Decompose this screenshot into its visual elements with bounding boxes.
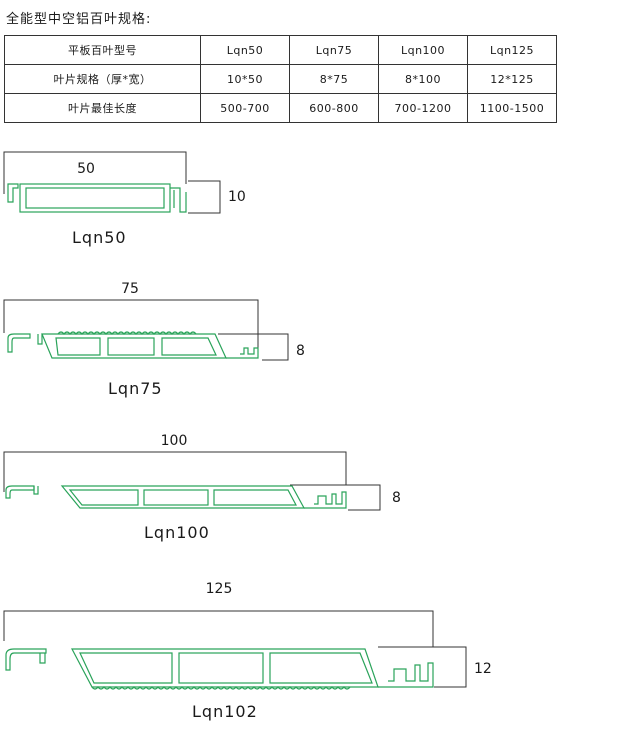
profile-lqn75-height-dimension: 8 (218, 333, 305, 361)
profile-lqn75-section (7, 331, 259, 359)
profile-lqn102-height-dimension: 12 (378, 646, 492, 688)
profile-height-label: 12 (474, 661, 492, 677)
page-title: 全能型中空铝百叶规格: (6, 12, 152, 27)
table-cell: 10*50 (200, 64, 290, 94)
table-cell: 叶片最佳长度 (4, 93, 201, 123)
profile-name: Lqn100 (144, 523, 210, 542)
table-header-cell: Lqn50 (200, 35, 290, 65)
profile-lqn50-section (7, 183, 187, 213)
profile-lqn100-height-dimension: 8 (290, 484, 401, 511)
profile-lqn75-width-dimension: 75 (3, 281, 259, 348)
table-header-cell: Lqn75 (289, 35, 379, 65)
profile-lqn102-diagram: 125 12 Lqn102 (3, 581, 492, 721)
profile-width-label: 125 (206, 581, 233, 597)
profile-lqn100-width-dimension: 100 (3, 433, 347, 492)
table-cell: 8*75 (289, 64, 379, 94)
table-cell: 1100-1500 (467, 93, 557, 123)
table-cell: 叶片规格（厚*宽） (4, 64, 201, 94)
profile-width-label: 50 (77, 161, 95, 177)
profile-lqn50-height-dimension: 10 (188, 180, 246, 214)
profile-height-label: 8 (296, 343, 305, 359)
profile-lqn50-diagram: 50 10 Lqn50 (3, 151, 246, 247)
profile-height-label: 8 (392, 490, 401, 506)
table-cell: 500-700 (200, 93, 290, 123)
profile-lqn100-section (5, 485, 347, 509)
table-header-row: 平板百叶型号 Lqn50 Lqn75 Lqn100 Lqn125 (4, 35, 557, 65)
profile-name: Lqn102 (192, 702, 258, 721)
profile-lqn100-diagram: 100 8 Lqn100 (3, 433, 401, 542)
profile-height-label: 10 (228, 189, 246, 205)
table-header-cell: 平板百叶型号 (4, 35, 201, 65)
profile-name: Lqn50 (72, 228, 127, 247)
profile-width-label: 75 (121, 281, 139, 297)
table-row: 叶片最佳长度 500-700 600-800 700-1200 1100-150… (4, 93, 557, 123)
table-cell: 12*125 (467, 64, 557, 94)
profile-lqn102-section (5, 648, 434, 690)
profile-lqn50-width-dimension: 50 (3, 151, 187, 194)
table-header-cell: Lqn125 (467, 35, 557, 65)
table-cell: 700-1200 (378, 93, 468, 123)
profile-lqn75-diagram: 75 8 Lqn75 (3, 281, 305, 398)
profile-name: Lqn75 (108, 379, 163, 398)
profile-lqn102-width-dimension: 125 (3, 581, 434, 647)
table-cell: 600-800 (289, 93, 379, 123)
table-cell: 8*100 (378, 64, 468, 94)
profile-width-label: 100 (161, 433, 188, 449)
table-header-cell: Lqn100 (378, 35, 468, 65)
table-row: 叶片规格（厚*宽） 10*50 8*75 8*100 12*125 (4, 64, 557, 94)
spec-table: 平板百叶型号 Lqn50 Lqn75 Lqn100 Lqn125 叶片规格（厚*… (4, 35, 557, 123)
